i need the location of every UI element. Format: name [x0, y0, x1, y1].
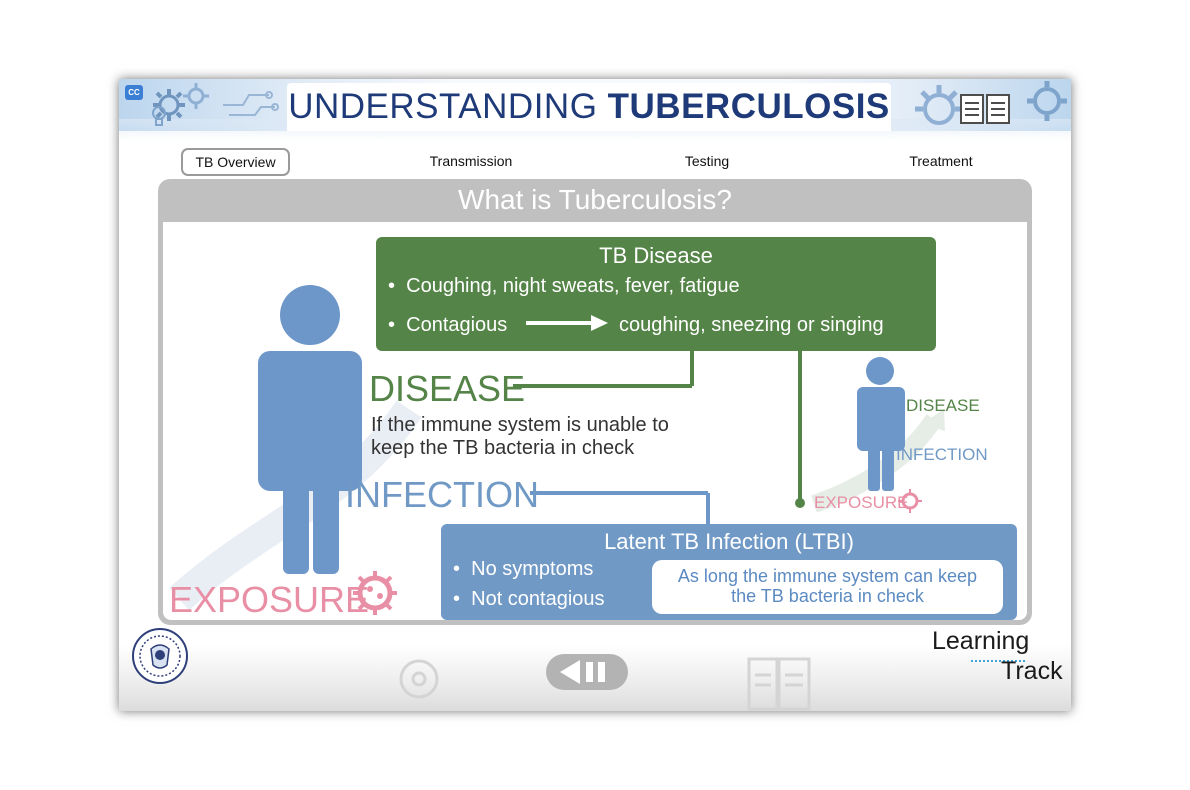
person-figure-large [258, 285, 362, 574]
mini-stage-disease: DISEASE [906, 396, 980, 415]
stage-disease-label: DISEASE [369, 368, 526, 409]
mini-stage-exposure: EXPOSURE [814, 493, 909, 512]
virus-icon [353, 571, 397, 615]
tab-testing[interactable]: Testing [684, 153, 730, 169]
gear-icon [915, 85, 963, 125]
ltbi-box: Latent TB Infection (LTBI) • No symptoms… [441, 524, 1017, 620]
course-title: UNDERSTANDING TUBERCULOSIS [287, 87, 891, 127]
circuit-icon [223, 91, 279, 116]
tb-disease-title: TB Disease [599, 243, 713, 268]
right-arrow-icon [526, 321, 594, 325]
tab-tb-overview[interactable]: TB Overview [181, 148, 290, 176]
stage-infection-label: INFECTION [345, 474, 539, 515]
cc-button[interactable]: CC [125, 85, 143, 100]
tab-treatment[interactable]: Treatment [909, 153, 973, 169]
stage-exposure-label: EXPOSURE [169, 579, 370, 620]
mini-stage-infection: INFECTION [896, 445, 988, 464]
tab-transmission[interactable]: Transmission [429, 153, 513, 169]
header-title-area [287, 83, 891, 131]
play-pause-icon [560, 660, 605, 684]
tb-disease-bullet-1: • Coughing, night sweats, fever, fatigue [388, 275, 740, 297]
exposure-connector-dot [795, 498, 805, 508]
ltbi-bullet-2-text: Not contagious [471, 588, 605, 610]
ltbi-callout-line2: the TB bacteria in check [731, 586, 924, 606]
tb-disease-bullet-2: • Contagious [388, 314, 508, 336]
gear-icon [153, 89, 185, 121]
mini-arrow-head [922, 409, 945, 431]
diagram-graphics [169, 285, 945, 615]
lightbulb-icon [152, 106, 166, 126]
logo-dotted-line [971, 660, 1025, 662]
book-icon [960, 94, 1010, 124]
footer-decor [399, 657, 811, 711]
stage-disease-description: If the immune system is unable to keep t… [371, 414, 669, 460]
tb-disease-bullet-2-left: Contagious [406, 314, 508, 336]
gear-icon [183, 83, 209, 109]
ltbi-bullet-2: • Not contagious [453, 588, 605, 610]
department-seal-icon [132, 628, 188, 684]
tb-disease-bullet-2-right: coughing, sneezing or singing [619, 314, 884, 336]
course-title-bold: TUBERCULOSIS [607, 87, 890, 126]
ltbi-callout: As long the immune system can keep the T… [652, 560, 1003, 614]
mini-progression-arrow [811, 414, 942, 513]
tb-disease-box: TB Disease • Coughing, night sweats, fev… [376, 237, 936, 351]
person-figure-small [857, 357, 905, 491]
play-pause-button[interactable] [546, 654, 628, 690]
course-title-light: UNDERSTANDING [288, 87, 598, 126]
learning-track-logo-learning: Learning [932, 627, 1030, 655]
ltbi-bullet-1-text: No symptoms [471, 558, 594, 580]
slide-frame: CC UNDERSTANDING TUBERCULOSIS TB Overvie… [119, 79, 1071, 711]
disease-desc-line1: If the immune system is unable to [371, 414, 669, 436]
ltbi-callout-line1: As long the immune system can keep [677, 566, 978, 586]
ltbi-bullet-1: • No symptoms [453, 558, 594, 580]
tb-disease-bullet-1-text: Coughing, night sweats, fever, fatigue [406, 275, 740, 297]
ltbi-title: Latent TB Infection (LTBI) [604, 529, 854, 554]
disease-desc-line2: keep the TB bacteria in check [371, 437, 635, 459]
gear-icon [1027, 81, 1067, 121]
virus-icon-small [898, 489, 922, 513]
learning-track-logo-track: Track [1001, 657, 1063, 685]
right-arrow-head [591, 315, 608, 331]
panel-title: What is Tuberculosis? [458, 184, 732, 215]
